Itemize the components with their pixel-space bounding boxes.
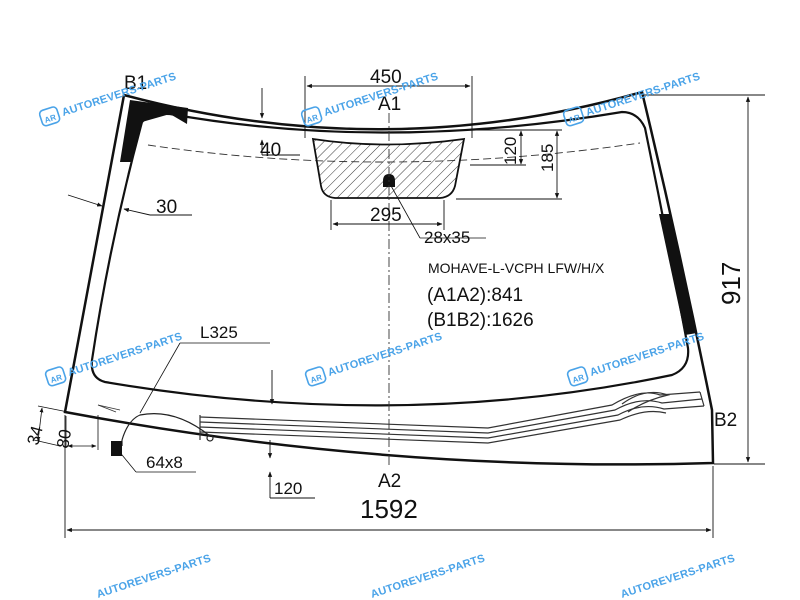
point-b2-label: B2: [714, 410, 737, 431]
dim-120-vertical: [470, 129, 526, 166]
watermark-3: AR AUTOREVERS-PARTS: [562, 71, 702, 127]
dim-40: [259, 88, 300, 156]
b1b2-length: (B1B2):1626: [427, 310, 534, 331]
svg-text:AUTOREVERS-PARTS: AUTOREVERS-PARTS: [95, 553, 212, 600]
svg-text:AR: AR: [305, 113, 319, 125]
svg-text:AR: AR: [49, 373, 63, 385]
watermark-1: AR AUTOREVERS-PARTS: [38, 71, 178, 127]
watermark-7: AUTOREVERS-PARTS: [95, 553, 212, 600]
sensor-area: [311, 137, 466, 199]
black-pad-right: [659, 214, 697, 335]
dim-917-label: 917: [716, 262, 746, 305]
model-code: MOHAVE-L-VCPH LFW/H/X: [428, 260, 605, 276]
dim-80-label: 80: [53, 428, 75, 450]
dim-450: [304, 76, 473, 138]
dim-1592-label: 1592: [360, 494, 418, 524]
watermark-8: AUTOREVERS-PARTS: [369, 553, 486, 600]
watermark-4: AR AUTOREVERS-PARTS: [44, 331, 184, 387]
dim-30: [67, 194, 192, 216]
watermark-6: AR AUTOREVERS-PARTS: [566, 331, 706, 387]
dim-corner: [33, 405, 99, 450]
black-pad-top-left: [120, 100, 188, 162]
glass-outline: [63, 90, 715, 466]
svg-text:AR: AR: [567, 113, 581, 125]
dim-185-vertical: [456, 129, 562, 200]
dim-185-label: 185: [538, 144, 557, 172]
svg-text:AUTOREVERS-PARTS: AUTOREVERS-PARTS: [326, 331, 443, 379]
cable-length-label: L325: [200, 323, 238, 342]
dim-34-label: 34: [24, 424, 47, 447]
dim-120-bottom: [267, 440, 315, 499]
connector-block: [111, 441, 122, 456]
dim-917: [644, 94, 765, 465]
point-a1-label: A1: [378, 94, 401, 115]
svg-text:AR: AR: [43, 113, 57, 125]
point-b1-label: B1: [124, 73, 147, 94]
watermark-9: AUTOREVERS-PARTS: [619, 553, 736, 600]
dim-295-label: 295: [370, 205, 402, 226]
point-a2-label: A2: [378, 471, 401, 492]
dim-450-label: 450: [370, 67, 402, 88]
dim-30-label: 30: [156, 197, 177, 218]
a1a2-length: (A1A2):841: [427, 285, 523, 306]
svg-text:AUTOREVERS-PARTS: AUTOREVERS-PARTS: [66, 331, 183, 379]
heating-wires: [199, 391, 705, 444]
dim-1592: [64, 415, 714, 538]
svg-text:AUTOREVERS-PARTS: AUTOREVERS-PARTS: [619, 553, 736, 600]
svg-text:AUTOREVERS-PARTS: AUTOREVERS-PARTS: [369, 553, 486, 600]
dim-40-label: 40: [260, 140, 281, 161]
dim-120-label: 120: [501, 137, 520, 165]
svg-text:AR: AR: [571, 373, 585, 385]
watermark-5: AR AUTOREVERS-PARTS: [304, 331, 444, 387]
svg-text:AR: AR: [309, 373, 323, 385]
print-border: [90, 110, 690, 407]
dim-295: [330, 200, 445, 230]
dim-120-bottom-label: 120: [274, 479, 302, 498]
hole-size-label: 28x35: [424, 228, 470, 247]
connector-size-label: 64x8: [146, 453, 183, 472]
